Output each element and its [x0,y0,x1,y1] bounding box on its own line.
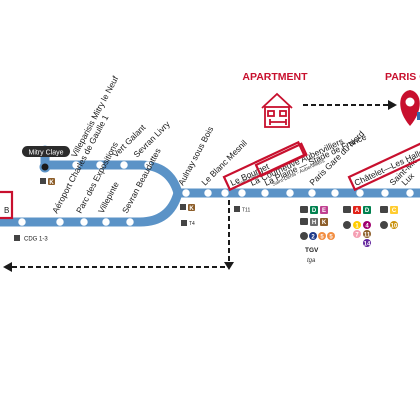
station-dots [18,161,414,226]
connections-bourget: T11 [234,206,250,214]
gn-m5: 5 [320,235,324,241]
route-arrow-bottom [10,200,230,268]
cdg-highlight-box [0,190,14,220]
connections-saint-michel: C 10 [380,206,398,230]
apartment-label: APARTMENT [242,71,308,83]
gn-m5b: 5 [329,235,333,241]
ch-d: D [365,208,370,214]
ch-m11: 11 [364,233,371,239]
ch-m4: 4 [365,224,369,230]
gn-tgv: TGV [305,247,319,254]
mitry-terminus-dot [39,161,51,173]
sm-m10: 10 [391,224,398,230]
bourget-t11: T11 [242,208,250,214]
gn-e: E [322,208,326,214]
house-bed-icon [261,92,293,128]
route-arrowhead-down [224,262,234,270]
aulnay-k: K [189,206,194,212]
mitry-k-badge-label: K [49,180,54,186]
connections-aulnay: K T4 [180,204,195,227]
sm-c: C [392,208,397,214]
gn-d: D [312,208,317,214]
ch-m1: 1 [355,224,359,230]
connections-gare-nord: D E H K 2 5 5 TGV tga [300,206,335,264]
label-villepinte: Villepinte [96,180,121,215]
highlight-chatelet [347,140,420,192]
connections-chatelet: A D 1 4 7 11 14 [343,206,371,248]
label-sevran-beaudottes: Sevran Beaudottes [120,146,163,215]
mitry-train-icon [40,178,46,184]
mitry-terminus-label: Mitry Claye [28,150,63,157]
gn-k: K [322,220,327,226]
mitry-k-badge [48,178,55,185]
paris-label: PARIS C [385,71,420,83]
paris-sign [417,112,420,120]
highlight-courneuve [254,142,308,178]
map-pin-icon [400,90,420,126]
cdg-train-icon [14,235,20,241]
cdg-label: CDG 1-3 [24,237,48,243]
mitry-terminus-tag [22,146,70,157]
gn-h: H [312,220,316,226]
cdg-line-letter: B [4,206,9,215]
ch-a: A [355,208,360,214]
tram-t4: T4 [189,221,195,227]
route-arrowhead-top [388,100,397,110]
ch-m14: 14 [364,242,371,248]
gn-m2: 2 [311,235,315,241]
route-arrowhead-left [3,262,12,272]
gn-tgv-logo: tga [307,258,316,264]
ch-m7: 7 [355,233,359,239]
